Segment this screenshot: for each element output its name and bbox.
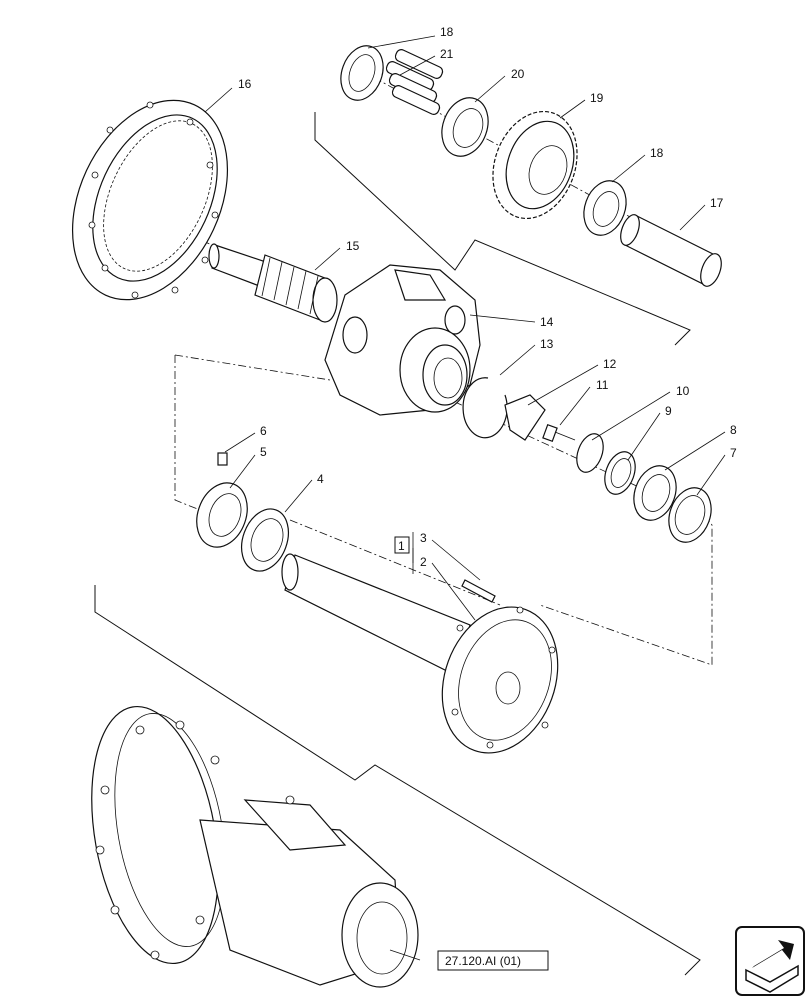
callout-17: 17 bbox=[710, 196, 724, 210]
spacer-20 bbox=[441, 97, 489, 157]
callout-10: 10 bbox=[676, 384, 690, 398]
wheel-stud-3 bbox=[461, 579, 496, 603]
callout-21: 21 bbox=[440, 47, 454, 61]
axle-shaft-2 bbox=[281, 553, 559, 754]
sun-gear-shaft-15 bbox=[208, 243, 338, 323]
snap-ring-13 bbox=[462, 377, 508, 439]
callout-4: 4 bbox=[317, 472, 324, 486]
callout-14: 14 bbox=[540, 315, 554, 329]
lock-plate-12 bbox=[504, 394, 546, 441]
callout-1: 1 bbox=[398, 539, 405, 553]
axis-line-carrier bbox=[174, 354, 331, 381]
callout-12: 12 bbox=[603, 357, 617, 371]
callout-6: 6 bbox=[260, 424, 267, 438]
axle-housing-assembly bbox=[91, 705, 419, 988]
lower-group-bracket bbox=[94, 585, 701, 976]
callout-15: 15 bbox=[346, 239, 360, 253]
callout-18-right: 18 bbox=[650, 146, 664, 160]
callout-18-top: 18 bbox=[440, 25, 454, 39]
arrow-back-icon[interactable] bbox=[735, 926, 805, 996]
callout-labels: 18 21 20 19 18 17 16 15 14 13 12 11 10 9… bbox=[238, 25, 737, 574]
reference-label: 27.120.AI (01) bbox=[445, 954, 521, 968]
callout-11: 11 bbox=[596, 378, 609, 392]
grease-fitting-6 bbox=[217, 452, 228, 466]
planet-pin-17 bbox=[620, 214, 722, 287]
ring-gear-16 bbox=[71, 99, 229, 301]
axis-line-left bbox=[174, 355, 201, 511]
callout-16: 16 bbox=[238, 77, 252, 91]
bearing-8 bbox=[633, 465, 677, 521]
leader-lines bbox=[204, 35, 726, 961]
callout-1-box bbox=[394, 536, 410, 554]
callout-13: 13 bbox=[540, 337, 554, 351]
reference-link[interactable]: 27.120.AI (01) bbox=[437, 950, 549, 971]
seal-4 bbox=[241, 508, 289, 572]
upper-group-bracket bbox=[314, 112, 691, 346]
callout-9: 9 bbox=[665, 404, 672, 418]
shim-9 bbox=[604, 451, 636, 495]
washer-10 bbox=[576, 433, 604, 473]
callout-7: 7 bbox=[730, 446, 737, 460]
callout-3: 3 bbox=[420, 531, 427, 545]
callout-8: 8 bbox=[730, 423, 737, 437]
needle-rollers-21 bbox=[385, 49, 444, 115]
planet-gear-19 bbox=[492, 110, 578, 220]
seal-7 bbox=[668, 487, 712, 543]
callout-20: 20 bbox=[511, 67, 525, 81]
bolt-11 bbox=[542, 423, 576, 443]
callout-2: 2 bbox=[420, 555, 427, 569]
axis-line-shaft bbox=[289, 519, 501, 606]
thrust-washer-18-right bbox=[583, 180, 627, 236]
callout-19: 19 bbox=[590, 91, 604, 105]
planet-carrier-14 bbox=[324, 264, 481, 416]
callout-5: 5 bbox=[260, 445, 267, 459]
thrust-washer-18-top bbox=[340, 45, 384, 101]
